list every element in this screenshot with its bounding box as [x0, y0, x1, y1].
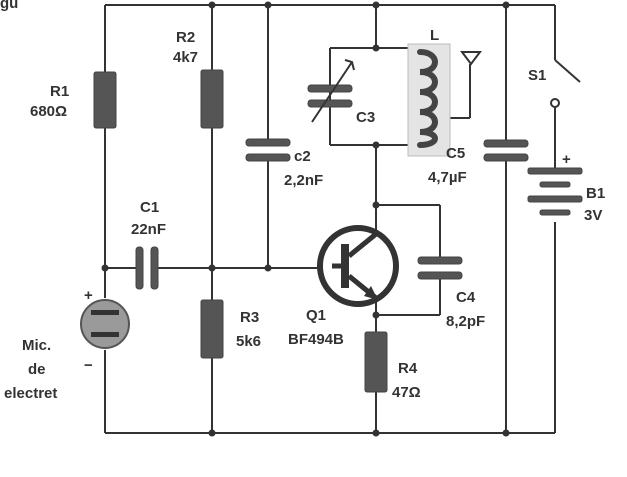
coil-l: L	[407, 27, 451, 157]
resistor-r3: R3 5k6	[200, 299, 261, 359]
transistor-q1: Q1 BF494B	[288, 225, 399, 348]
variable-capacitor-c3: C3	[307, 59, 375, 126]
capacitor-c1: C1 22nF	[131, 199, 166, 290]
svg-text:R2: R2	[176, 29, 195, 46]
switch-s1: S1	[528, 59, 581, 108]
svg-text:+: +	[562, 151, 571, 168]
svg-text:−: −	[84, 357, 93, 374]
wires	[104, 4, 556, 434]
svg-text:Mic.: Mic.	[22, 337, 51, 354]
svg-text:2,2nF: 2,2nF	[284, 172, 323, 189]
svg-text:5k6: 5k6	[236, 333, 261, 350]
svg-text:B1: B1	[586, 185, 605, 202]
svg-text:4k7: 4k7	[173, 49, 198, 66]
battery-b1: + B1 3V	[527, 151, 605, 224]
svg-text:4,7µF: 4,7µF	[428, 169, 467, 186]
svg-text:680Ω: 680Ω	[30, 103, 67, 120]
svg-text:R4: R4	[398, 360, 418, 377]
svg-text:L: L	[430, 27, 439, 44]
junctions	[101, 1, 559, 437]
svg-text:S1: S1	[528, 67, 546, 84]
resistor-r4: R4 47Ω	[364, 331, 421, 401]
svg-text:de: de	[28, 361, 46, 378]
antenna-icon	[460, 51, 482, 66]
svg-text:Q1: Q1	[306, 307, 326, 324]
svg-text:C5: C5	[446, 145, 465, 162]
svg-text:C4: C4	[456, 289, 476, 306]
resistor-r1: R1 680Ω	[30, 71, 117, 129]
header-fragment: gu	[0, 0, 18, 12]
electret-microphone: + − Mic. de electret	[4, 287, 130, 402]
capacitor-c4: C4 8,2pF	[417, 256, 485, 330]
resistor-r2: R2 4k7	[173, 29, 224, 129]
capacitor-c5: C5 4,7µF	[428, 139, 529, 186]
svg-text:8,2pF: 8,2pF	[446, 313, 485, 330]
capacitor-c2: c2 2,2nF	[245, 138, 323, 189]
svg-text:electret: electret	[4, 385, 57, 402]
svg-text:22nF: 22nF	[131, 221, 166, 238]
svg-text:C3: C3	[356, 109, 375, 126]
svg-text:R1: R1	[50, 83, 69, 100]
svg-text:3V: 3V	[584, 207, 602, 224]
svg-text:c2: c2	[294, 148, 311, 165]
svg-text:C1: C1	[140, 199, 159, 216]
svg-text:47Ω: 47Ω	[392, 384, 421, 401]
svg-text:+: +	[84, 287, 93, 304]
svg-text:BF494B: BF494B	[288, 331, 344, 348]
svg-text:R3: R3	[240, 309, 259, 326]
